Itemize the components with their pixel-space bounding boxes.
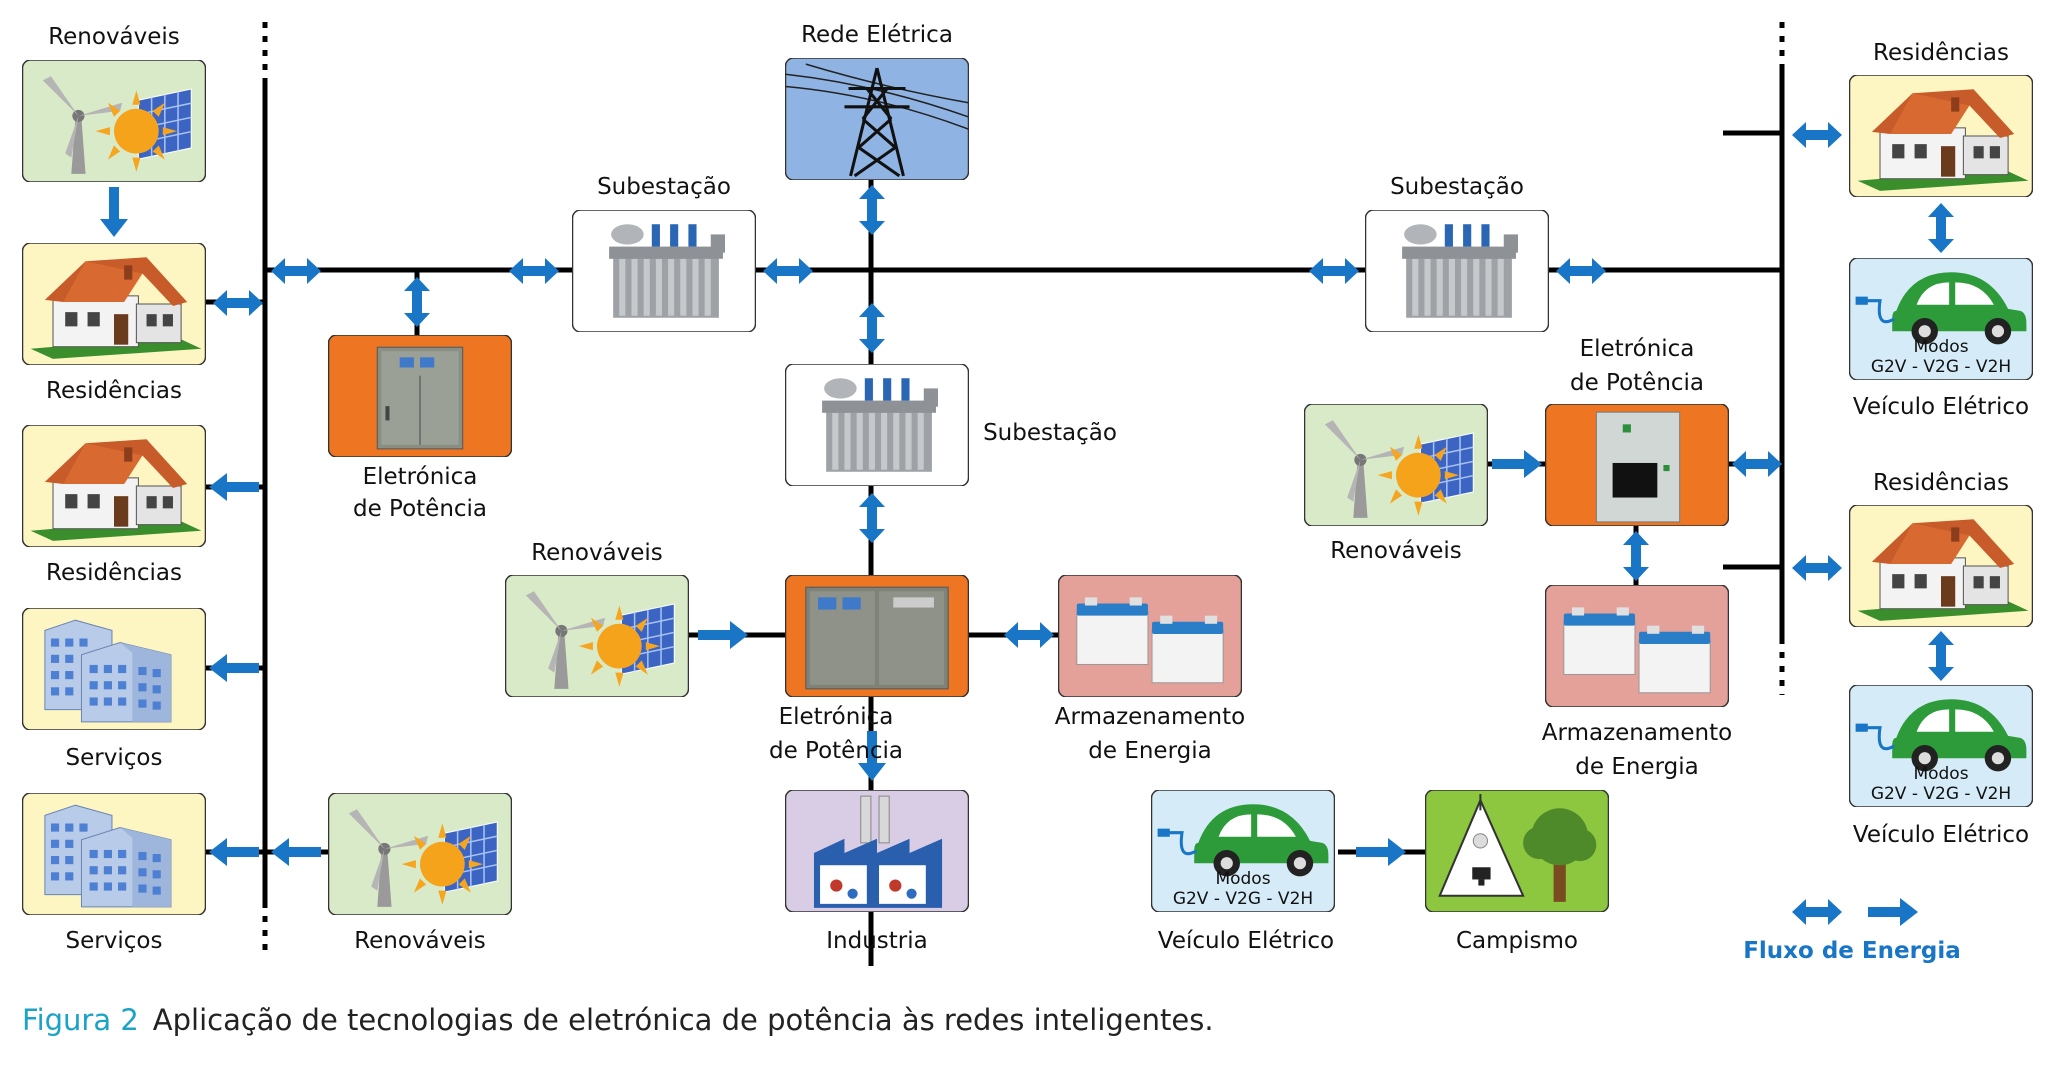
label-substation-3: Subestação (983, 420, 1117, 446)
renewables-right-box (1304, 404, 1488, 526)
labels: Renováveis Residências Residências Servi… (46, 22, 2029, 954)
legend-title: Fluxo de Energia (1743, 938, 1961, 964)
arrow-bi-pe-right (1732, 451, 1782, 477)
label-pe-right-2: de Potência (1570, 370, 1704, 396)
arrow-bi-res1 (213, 290, 263, 316)
arrow-bi-sub3-top (859, 303, 885, 353)
ev-right2-modes-title: Modos (1913, 764, 1968, 784)
label-renewables-center: Renováveis (531, 540, 663, 566)
ev-right1-modes-list: G2V - V2G - V2H (1871, 357, 2011, 377)
ev-modes-texts: Modos G2V - V2G - V2H Modos G2V - V2G - … (1173, 337, 2011, 909)
label-storage-center-1: Armazenamento (1055, 704, 1245, 730)
legend-unidirectional-arrow-icon (1868, 898, 1918, 926)
renewables-bottom-left-box (328, 793, 512, 915)
label-ev-bottom: Veículo Elétrico (1158, 928, 1334, 954)
pe-right-box (1545, 404, 1729, 526)
label-renewables-bottom-left: Renováveis (354, 928, 486, 954)
arrow-left-serv2 (209, 838, 259, 866)
label-residences-left-1: Residências (46, 378, 182, 404)
arrow-bi-ev-right1 (1928, 203, 1954, 253)
label-storage-right-1: Armazenamento (1542, 720, 1732, 746)
industry-box (785, 790, 969, 912)
arrow-right-renew-center (698, 621, 748, 649)
label-pe-left-1: Eletrónica (363, 464, 478, 490)
label-storage-right-2: de Energia (1575, 754, 1698, 780)
arrow-bi-sub1-right (763, 258, 813, 284)
label-ev-right-1: Veículo Elétrico (1853, 394, 2029, 420)
label-services-1: Serviços (66, 745, 163, 771)
residence-right-2-box (1849, 505, 2033, 627)
arrow-bi-res-right2 (1792, 555, 1842, 581)
arrow-bi-sub3-bottom (859, 493, 885, 543)
arrow-bi-bus-left (271, 258, 321, 284)
arrow-bi-sub2-left (1309, 258, 1359, 284)
camping-box (1425, 790, 1609, 912)
label-residences-right-2: Residências (1873, 470, 2009, 496)
arrow-bi-storage-center (1004, 622, 1054, 648)
arrow-left-serv1 (209, 654, 259, 682)
smart-grid-diagram: Modos G2V - V2G - V2H Modos G2V - V2G - … (22, 22, 2033, 966)
label-storage-center-2: de Energia (1088, 738, 1211, 764)
renewables-left-top-box (22, 60, 206, 182)
storage-right-box (1545, 585, 1729, 707)
legend: Fluxo de Energia (1743, 898, 1961, 964)
arrow-bi-ev-right2 (1928, 631, 1954, 681)
ev-bottom-modes-title: Modos (1215, 869, 1270, 889)
ev-right1-modes-title: Modos (1913, 337, 1968, 357)
arrow-right-renew-right (1492, 450, 1542, 478)
arrow-bi-grid (859, 185, 885, 235)
arrow-right-ev-camping (1356, 838, 1406, 866)
label-grid: Rede Elétrica (801, 22, 953, 48)
label-pe-center-1: Eletrónica (779, 704, 894, 730)
services-1-box (22, 608, 206, 730)
label-substation-1: Subestação (597, 174, 731, 200)
pe-center-box (785, 575, 969, 697)
label-services-2: Serviços (66, 928, 163, 954)
arrow-bi-sub1-left (509, 258, 559, 284)
label-pe-left-2: de Potência (353, 496, 487, 522)
arrow-left-renew-bl (271, 838, 321, 866)
residence-left-2-box (22, 425, 206, 547)
pe-left-box (328, 335, 512, 457)
services-2-box (22, 793, 206, 915)
label-residences-right-1: Residências (1873, 40, 2009, 66)
arrow-bi-pe-left (404, 277, 430, 327)
label-substation-2: Subestação (1390, 174, 1524, 200)
label-ev-right-2: Veículo Elétrico (1853, 822, 2029, 848)
figure-caption-text: Aplicação de tecnologias de eletrónica d… (152, 1003, 1214, 1037)
substation-1-box (572, 210, 756, 332)
arrow-bi-res-right1 (1792, 122, 1842, 148)
ev-right2-modes-list: G2V - V2G - V2H (1871, 784, 2011, 804)
arrow-left-res2 (209, 473, 259, 501)
label-industry: Industria (826, 928, 927, 954)
storage-center-box (1058, 575, 1242, 697)
label-pe-center-2: de Potência (769, 738, 903, 764)
substation-2-box (1365, 210, 1549, 332)
label-renewables-right: Renováveis (1330, 538, 1462, 564)
legend-bidirectional-arrow-icon (1792, 899, 1842, 925)
arrow-down-renew-to-res (100, 187, 128, 237)
figure-caption: Figura 2 Aplicação de tecnologias de elet… (22, 1003, 1214, 1037)
label-camping: Campismo (1456, 928, 1578, 954)
label-pe-right-1: Eletrónica (1580, 336, 1695, 362)
label-renewables-left-top: Renováveis (48, 24, 180, 50)
renewables-center-box (505, 575, 689, 697)
label-residences-left-2: Residências (46, 560, 182, 586)
arrow-bi-sub2-right (1556, 258, 1606, 284)
residence-left-1-box (22, 243, 206, 365)
figure-number: Figura 2 (22, 1003, 139, 1037)
substation-3-box (785, 364, 969, 486)
ev-bottom-modes-list: G2V - V2G - V2H (1173, 889, 1313, 909)
arrow-bi-storage-right (1623, 531, 1649, 581)
residence-right-1-box (1849, 75, 2033, 197)
grid-box (785, 58, 969, 180)
